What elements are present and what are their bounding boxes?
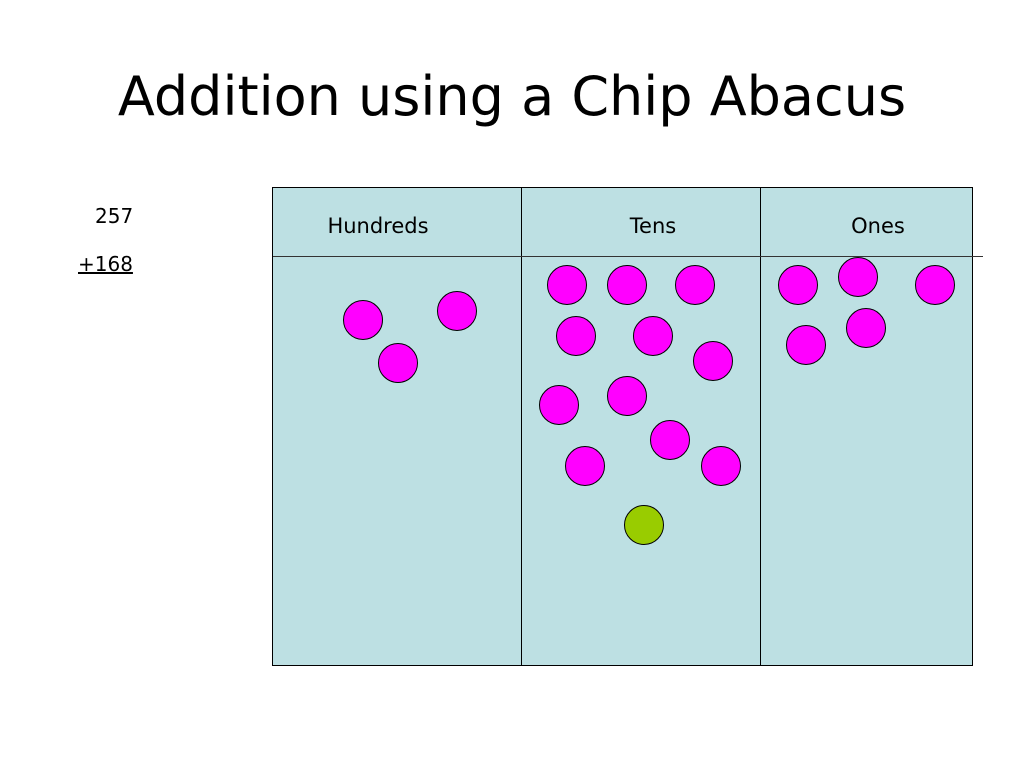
column-divider bbox=[760, 188, 761, 665]
chip bbox=[701, 446, 741, 486]
column-label-ones: Ones bbox=[851, 214, 905, 238]
chip bbox=[437, 291, 477, 331]
column-divider bbox=[521, 188, 522, 665]
chip bbox=[607, 376, 647, 416]
slide-title: Addition using a Chip Abacus bbox=[117, 65, 907, 128]
chip-abacus-board: Hundreds Tens Ones bbox=[272, 187, 983, 666]
chip bbox=[378, 343, 418, 383]
header-divider bbox=[273, 256, 983, 257]
chip bbox=[778, 265, 818, 305]
column-label-tens: Tens bbox=[629, 214, 677, 238]
chip bbox=[838, 257, 878, 297]
chip bbox=[786, 325, 826, 365]
carried-chip bbox=[624, 505, 664, 545]
chip bbox=[565, 446, 605, 486]
chip bbox=[675, 265, 715, 305]
chip bbox=[607, 265, 647, 305]
chip bbox=[547, 265, 587, 305]
chip bbox=[915, 265, 955, 305]
addend-two: +168 bbox=[78, 252, 133, 276]
chip bbox=[650, 420, 690, 460]
chip bbox=[539, 385, 579, 425]
chip bbox=[343, 300, 383, 340]
column-label-hundreds: Hundreds bbox=[327, 214, 429, 238]
chip bbox=[556, 316, 596, 356]
addend-one: 257 bbox=[95, 204, 134, 228]
chip bbox=[693, 341, 733, 381]
chip bbox=[633, 316, 673, 356]
chip bbox=[846, 308, 886, 348]
